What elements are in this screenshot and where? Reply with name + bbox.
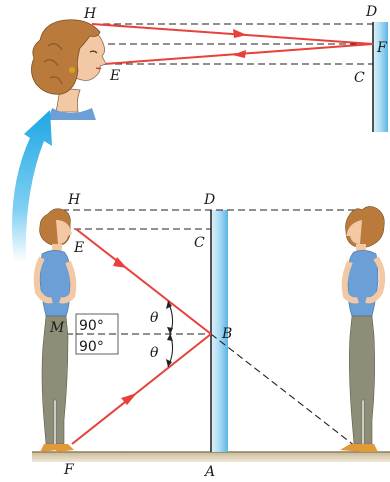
main-diagram: H D E C M 90° 90° θ θ B F A xyxy=(32,192,390,480)
ray-arrow-reflected xyxy=(113,257,127,268)
top-ray-arrow-upper xyxy=(233,29,247,38)
label-c: C xyxy=(194,235,205,251)
top-label-h: H xyxy=(83,6,97,22)
label-h: H xyxy=(67,192,81,208)
top-label-e: E xyxy=(109,68,120,84)
top-label-c: C xyxy=(354,70,365,86)
woman-image xyxy=(340,206,386,452)
theta-lower: θ xyxy=(150,345,159,361)
top-mirror xyxy=(373,22,388,132)
label-f: F xyxy=(63,462,75,478)
main-mirror xyxy=(211,210,228,452)
main-rays xyxy=(71,228,212,445)
label-a: A xyxy=(203,464,215,480)
top-ray-arrow-lower xyxy=(232,50,246,58)
angle-upper-label: 90° xyxy=(79,318,104,334)
label-b: B xyxy=(221,326,232,342)
angle-lower-label: 90° xyxy=(79,339,104,355)
floor xyxy=(32,452,390,462)
label-d: D xyxy=(203,192,215,208)
top-dashed-lines xyxy=(92,23,373,65)
top-inset: H D F E C xyxy=(31,4,388,132)
curved-up-arrow-icon xyxy=(12,110,52,262)
woman-head-closeup xyxy=(31,19,107,120)
ray-arrow-incident xyxy=(121,393,137,405)
label-m: M xyxy=(49,320,65,336)
top-label-f: F xyxy=(376,40,388,56)
woman-real xyxy=(33,208,77,452)
label-e: E xyxy=(73,240,84,256)
theta-upper: θ xyxy=(150,310,159,326)
top-label-d: D xyxy=(365,4,377,20)
